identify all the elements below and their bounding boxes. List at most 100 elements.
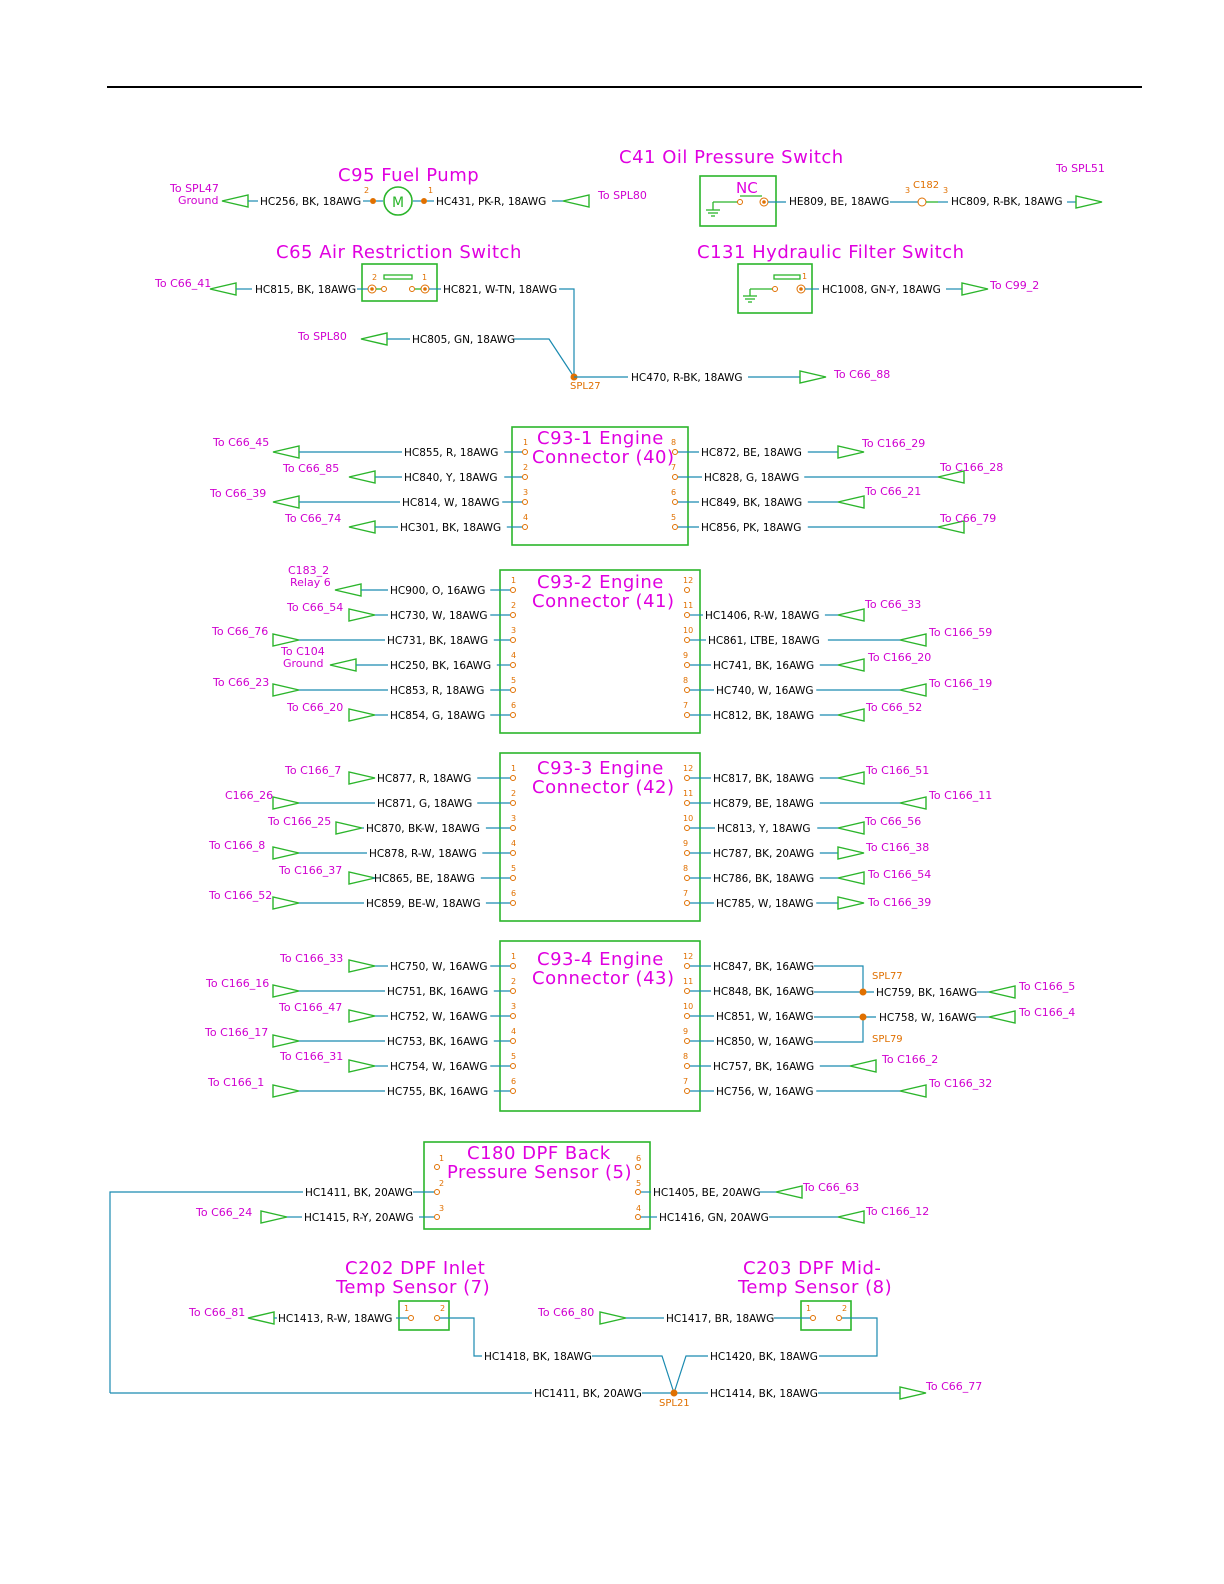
- c202-dpf-inlet-temp-sensor: C202 DPF Inlet Temp Sensor (7) 1 2 To C6…: [188, 1258, 675, 1394]
- destination-label: To C166_8: [208, 839, 265, 852]
- pin-icon: [684, 850, 690, 856]
- pin-icon: [684, 825, 690, 831]
- destination-label: To C166_29: [861, 437, 925, 450]
- pin-icon: [522, 449, 528, 455]
- wire-label: HC812, BK, 18AWG: [713, 710, 814, 722]
- pin-icon: [510, 850, 516, 856]
- c95-right-wire: HC431, PK-R, 18AWG: [436, 196, 546, 208]
- wire-label: HC840, Y, 18AWG: [404, 472, 498, 484]
- pin-number: 5: [511, 864, 516, 873]
- c95-left-wire: HC256, BK, 18AWG: [260, 196, 361, 208]
- c65-left-wire: HC815, BK, 18AWG: [255, 284, 356, 296]
- arrow-icon: [837, 708, 865, 722]
- c180-dpf-back-pressure-sensor: C180 DPF Back Pressure Sensor (5) 1 2 3 …: [109, 1141, 929, 1393]
- wire-label: HC865, BE, 18AWG: [374, 873, 475, 885]
- spl21-label: SPL21: [659, 1398, 690, 1409]
- pin-number: 3: [511, 814, 516, 823]
- pin-number: 10: [683, 814, 693, 823]
- c180-wire-left2: HC1415, R-Y, 20AWG: [304, 1212, 414, 1224]
- wire-label: HC855, R, 18AWG: [404, 447, 498, 459]
- pin-icon: [510, 662, 516, 668]
- arrow-icon: [988, 1010, 1016, 1024]
- arrow-icon: [599, 1311, 627, 1325]
- wire-label: HC879, BE, 18AWG: [713, 798, 814, 810]
- c202-dest: To C66_81: [188, 1306, 245, 1319]
- destination-label-line2: Ground: [283, 657, 323, 670]
- arrow-icon: [335, 821, 363, 835]
- destination-label: To C166_11: [928, 789, 992, 802]
- c182-pin-icon: [917, 197, 927, 207]
- connector-body: [511, 426, 689, 546]
- c131-title: C131 Hydraulic Filter Switch: [697, 242, 965, 263]
- destination-label: To C166_2: [881, 1053, 938, 1066]
- pin-number: 1: [511, 952, 516, 961]
- splice-icon: [859, 1013, 867, 1021]
- pin-icon: [684, 662, 690, 668]
- arrow-icon: [775, 1185, 803, 1199]
- destination-label: To C66_54: [286, 601, 343, 614]
- c41-oil-pressure-switch: C41 Oil Pressure Switch NC HE809, BE, 18…: [619, 147, 1105, 227]
- wire-label: HC750, W, 16AWG: [390, 961, 488, 973]
- pin-number: 6: [511, 701, 516, 710]
- destination-label: To C166_19: [928, 677, 992, 690]
- pin-number: 1: [511, 576, 516, 585]
- spl27-dest-b: To C66_88: [833, 368, 890, 381]
- arrow-icon: [348, 708, 376, 722]
- pin-icon: [510, 875, 516, 881]
- c202-wire-gnd: HC1418, BK, 18AWG: [484, 1351, 592, 1363]
- c65-air-restriction-switch: C65 Air Restriction Switch 2 1 To C66_41…: [154, 242, 575, 377]
- destination-label: To C166_28: [939, 461, 1003, 474]
- wire-label: HC740, W, 16AWG: [716, 685, 814, 697]
- pin-number: 7: [683, 701, 688, 710]
- pin-icon: [684, 775, 690, 781]
- wire-label: HC786, BK, 18AWG: [713, 873, 814, 885]
- c180-dest-right2: To C166_12: [865, 1205, 929, 1218]
- destination-label: To C104: [280, 645, 325, 658]
- arrow-icon: [221, 194, 249, 208]
- destination-label: To C166_33: [279, 952, 343, 965]
- destination-label: To C66_39: [209, 487, 266, 500]
- arrow-icon: [899, 796, 927, 810]
- pin-number: 11: [683, 789, 693, 798]
- pin-number: 5: [511, 676, 516, 685]
- spl79-label: SPL79: [872, 1034, 903, 1045]
- arrow-icon: [837, 771, 865, 785]
- destination-label: To C66_21: [864, 485, 921, 498]
- c203-title2: Temp Sensor (8): [737, 1277, 892, 1298]
- c65-pin-right: 1: [422, 273, 427, 282]
- destination-label: To C166_1: [207, 1076, 264, 1089]
- c41-wire2: HC809, R-BK, 18AWG: [951, 196, 1062, 208]
- c65-body: [361, 263, 438, 302]
- c131-pin: 1: [802, 272, 807, 281]
- c182-pin-b: 3: [943, 186, 948, 195]
- c131-dest: To C99_2: [989, 279, 1039, 292]
- c95-right-dest: To SPL80: [597, 189, 647, 202]
- arrow-icon: [272, 896, 300, 910]
- c95-title: C95 Fuel Pump: [338, 165, 479, 186]
- pin-icon: [510, 825, 516, 831]
- wire-label: HC854, G, 18AWG: [390, 710, 485, 722]
- spl21-wire-right: HC1414, BK, 18AWG: [710, 1388, 818, 1400]
- connector-body: [499, 940, 701, 1112]
- arrow-icon: [899, 1084, 927, 1098]
- c180-dest-right1: To C66_63: [802, 1181, 859, 1194]
- c180-wire-right2: HC1416, GN, 20AWG: [659, 1212, 769, 1224]
- pin-icon: [684, 712, 690, 718]
- pin-number: 9: [683, 651, 688, 660]
- arrow-icon: [348, 871, 376, 885]
- pin-number: 4: [511, 1027, 516, 1036]
- c95-fuel-pump: C95 Fuel Pump To SPL47 Ground HC256, BK,…: [169, 165, 647, 216]
- destination-label: To C166_38: [865, 841, 929, 854]
- c180-pin4: 4: [636, 1204, 641, 1213]
- c180-dest-left2: To C66_24: [195, 1206, 252, 1219]
- motor-icon: [383, 186, 413, 216]
- destination-label: To C166_52: [208, 889, 272, 902]
- wire-label: HC900, O, 16AWG: [390, 585, 485, 597]
- pin-number: 2: [523, 463, 528, 472]
- pin-number: 3: [511, 1002, 516, 1011]
- arrow-icon: [272, 1034, 300, 1048]
